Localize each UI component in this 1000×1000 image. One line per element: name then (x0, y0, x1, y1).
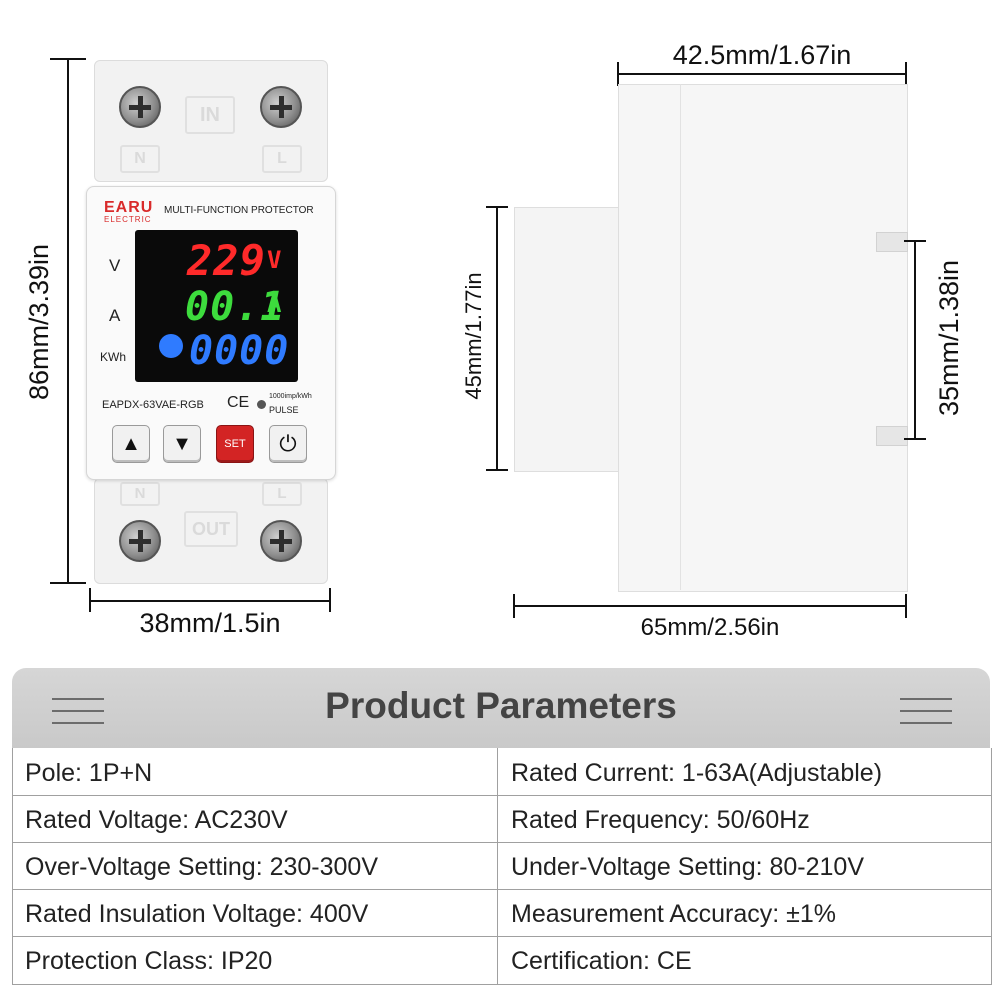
dimension-tick (486, 469, 508, 471)
screw-icon (260, 520, 302, 562)
up-button[interactable]: ▲ (112, 425, 150, 463)
brand-subtitle: ELECTRIC (104, 215, 152, 224)
dimension-tick (329, 588, 331, 612)
terminal-out-label: OUT (184, 511, 238, 547)
table-cell: Over-Voltage Setting: 230-300V (25, 853, 379, 881)
status-indicator (159, 334, 183, 358)
side-width-label: 65mm/2.56in (640, 614, 780, 641)
dimension-tick (50, 58, 86, 60)
table-cell: Under-Voltage Setting: 80-210V (511, 853, 865, 881)
pulse-rate: 1000imp/kWh (269, 393, 312, 400)
menu-lines-icon (900, 698, 952, 724)
side-top-dimension-line (618, 73, 906, 75)
din-rail-notch (876, 232, 908, 252)
set-button[interactable]: SET (216, 425, 254, 463)
pulse-label: PULSE (269, 405, 299, 415)
table-cell: Rated Frequency: 50/60Hz (511, 806, 810, 834)
table-cell: Protection Class: IP20 (25, 947, 273, 975)
din-rail-notch (876, 426, 908, 446)
product-name: MULTI-FUNCTION PROTECTOR (164, 205, 314, 216)
side-body-front (514, 207, 626, 472)
dimension-tick (904, 240, 926, 242)
dimension-tick (486, 206, 508, 208)
voltage-unit: V (267, 246, 283, 274)
side-height-dimension-line (496, 207, 498, 470)
brand-logo: EARU (104, 199, 154, 216)
side-body-center (618, 84, 908, 592)
dimension-tick (905, 594, 907, 618)
terminal-in-label: IN (185, 96, 235, 134)
column-divider (497, 748, 498, 984)
table-cell: Rated Insulation Voltage: 400V (25, 900, 369, 928)
table-cell: Rated Voltage: AC230V (25, 806, 288, 834)
dimension-tick (617, 62, 619, 86)
table-cell: Rated Current: 1-63A(Adjustable) (511, 759, 883, 787)
table-row: Rated Insulation Voltage: 400V Measureme… (13, 889, 991, 937)
table-cell: Measurement Accuracy: ±1% (511, 900, 836, 928)
screw-icon (260, 86, 302, 128)
down-button[interactable]: ▼ (163, 425, 201, 463)
menu-lines-icon (52, 698, 104, 724)
side-height-label: 45mm/1.77in (461, 272, 486, 400)
arrow-down-icon: ▼ (172, 433, 192, 455)
parameters-title: Product Parameters (325, 685, 677, 726)
front-width-dimension-line (90, 600, 330, 602)
screw-icon (119, 520, 161, 562)
front-width-label: 38mm/1.5in (139, 608, 281, 638)
set-button-label: SET (224, 438, 246, 450)
terminal-l-label: L (262, 482, 302, 506)
model-label: EAPDX-63VAE-RGB (102, 399, 204, 411)
dimension-tick (513, 594, 515, 618)
table-row: Rated Voltage: AC230V Rated Frequency: 5… (13, 795, 991, 843)
dimension-tick (50, 582, 86, 584)
dimension-tick (89, 588, 91, 612)
table-row: Over-Voltage Setting: 230-300V Under-Vol… (13, 842, 991, 890)
table-row: Protection Class: IP20 Certification: CE (13, 936, 991, 983)
current-unit: A (267, 290, 283, 318)
voltage-reading: 229 (187, 236, 266, 285)
ce-mark: CE (227, 394, 250, 411)
power-icon: ⏻ (279, 431, 297, 456)
energy-reading: 0000 (189, 328, 290, 374)
front-height-label: 86mm/3.39in (24, 243, 54, 401)
table-row: Pole: 1P+N Rated Current: 1-63A(Adjustab… (13, 748, 991, 796)
terminal-l-label: L (262, 145, 302, 173)
side-width-dimension-line (514, 605, 906, 607)
rail-height-dimension-line (914, 241, 916, 439)
side-top-width-label: 42.5mm/1.67in (672, 40, 852, 70)
power-button[interactable]: ⏻ (269, 425, 307, 463)
label-a: A (109, 306, 121, 325)
current-reading: 00.1 (185, 284, 286, 330)
label-v: V (109, 256, 121, 275)
front-height-dimension-line (67, 59, 69, 583)
parameters-table: Pole: 1P+N Rated Current: 1-63A(Adjustab… (12, 748, 992, 985)
parameters-header: Product Parameters (12, 668, 990, 748)
side-body-seam (680, 84, 681, 590)
pulse-led (257, 400, 266, 409)
table-cell: Pole: 1P+N (25, 759, 153, 787)
terminal-n-label: N (120, 482, 160, 506)
table-cell: Certification: CE (511, 947, 692, 975)
terminal-n-label: N (120, 145, 160, 173)
screw-icon (119, 86, 161, 128)
rail-height-label: 35mm/1.38in (934, 259, 964, 417)
dimension-tick (905, 62, 907, 86)
label-kwh: KWh (100, 350, 127, 364)
dimension-tick (904, 438, 926, 440)
lcd-display: 229 V 00.1 A 0000 (135, 230, 298, 382)
arrow-up-icon: ▲ (121, 433, 141, 455)
